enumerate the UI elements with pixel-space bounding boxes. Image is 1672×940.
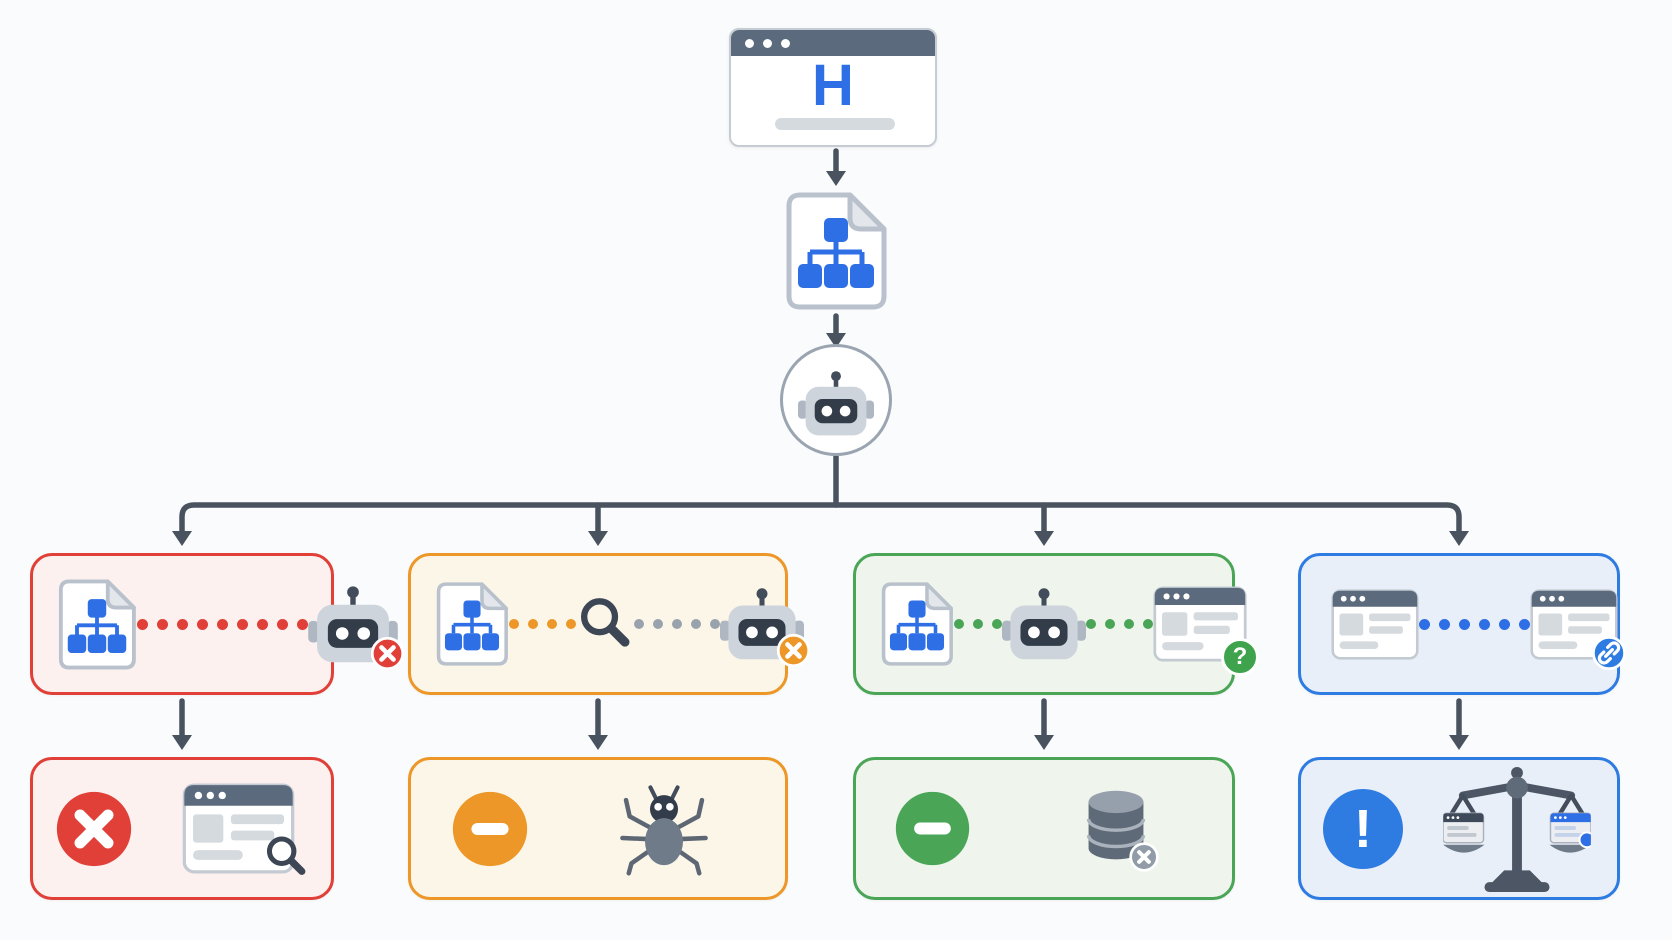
sitemap-file-icon: [880, 582, 954, 666]
dotted-link: [1086, 619, 1153, 629]
window-titlebar: [731, 30, 935, 56]
question-badge: ?: [1221, 638, 1259, 676]
comparison-scales-icon: [1443, 764, 1591, 894]
crawler-bug-icon: [617, 782, 711, 876]
website-window-icon: H: [729, 28, 937, 147]
panel-blue-process: [1298, 553, 1620, 695]
panel-red-process: [30, 553, 334, 695]
rejected-x-badge: [775, 632, 812, 669]
panel-red-result: [30, 757, 334, 900]
search-magnifier-icon: [576, 595, 634, 653]
robot-icon: [720, 587, 804, 661]
website-logo-letter: H: [812, 53, 854, 118]
panel-green-process: ?: [853, 553, 1259, 695]
robot-icon: [308, 585, 398, 664]
dotted-link: [1419, 618, 1530, 630]
link-badge: [1590, 634, 1628, 672]
magnifier-icon: [263, 834, 309, 880]
panel-green-result: [853, 757, 1235, 900]
robot-icon: [1002, 587, 1086, 661]
minus-circle-icon: [451, 790, 529, 868]
sitemap-file-icon: [57, 579, 137, 670]
sitemap-file-icon: [435, 582, 509, 666]
dotted-link: [954, 619, 1002, 629]
broken-dotted-link: [137, 618, 308, 630]
panel-orange-result: [408, 757, 788, 900]
webpage-icon: [1530, 589, 1618, 660]
panel-blue-result: !: [1298, 757, 1620, 900]
url-bar: [775, 118, 895, 130]
webpage-icon: ?: [1153, 586, 1259, 676]
dotted-link: [634, 619, 720, 629]
webpage-icon: [1331, 589, 1419, 660]
error-x-circle-icon: [55, 790, 133, 868]
crawler-robot-node: [780, 344, 892, 456]
panel-orange-process: [408, 553, 788, 695]
excluded-x-badge: [1128, 841, 1160, 873]
blocked-x-badge: [369, 635, 406, 672]
sitemap-file-icon: [784, 192, 888, 310]
webpage-magnifier-icon: [182, 783, 295, 874]
alert-exclamation-icon: !: [1323, 788, 1403, 869]
minus-circle-icon: [894, 790, 971, 867]
database-icon: [1080, 788, 1152, 869]
dotted-link: [509, 619, 576, 629]
